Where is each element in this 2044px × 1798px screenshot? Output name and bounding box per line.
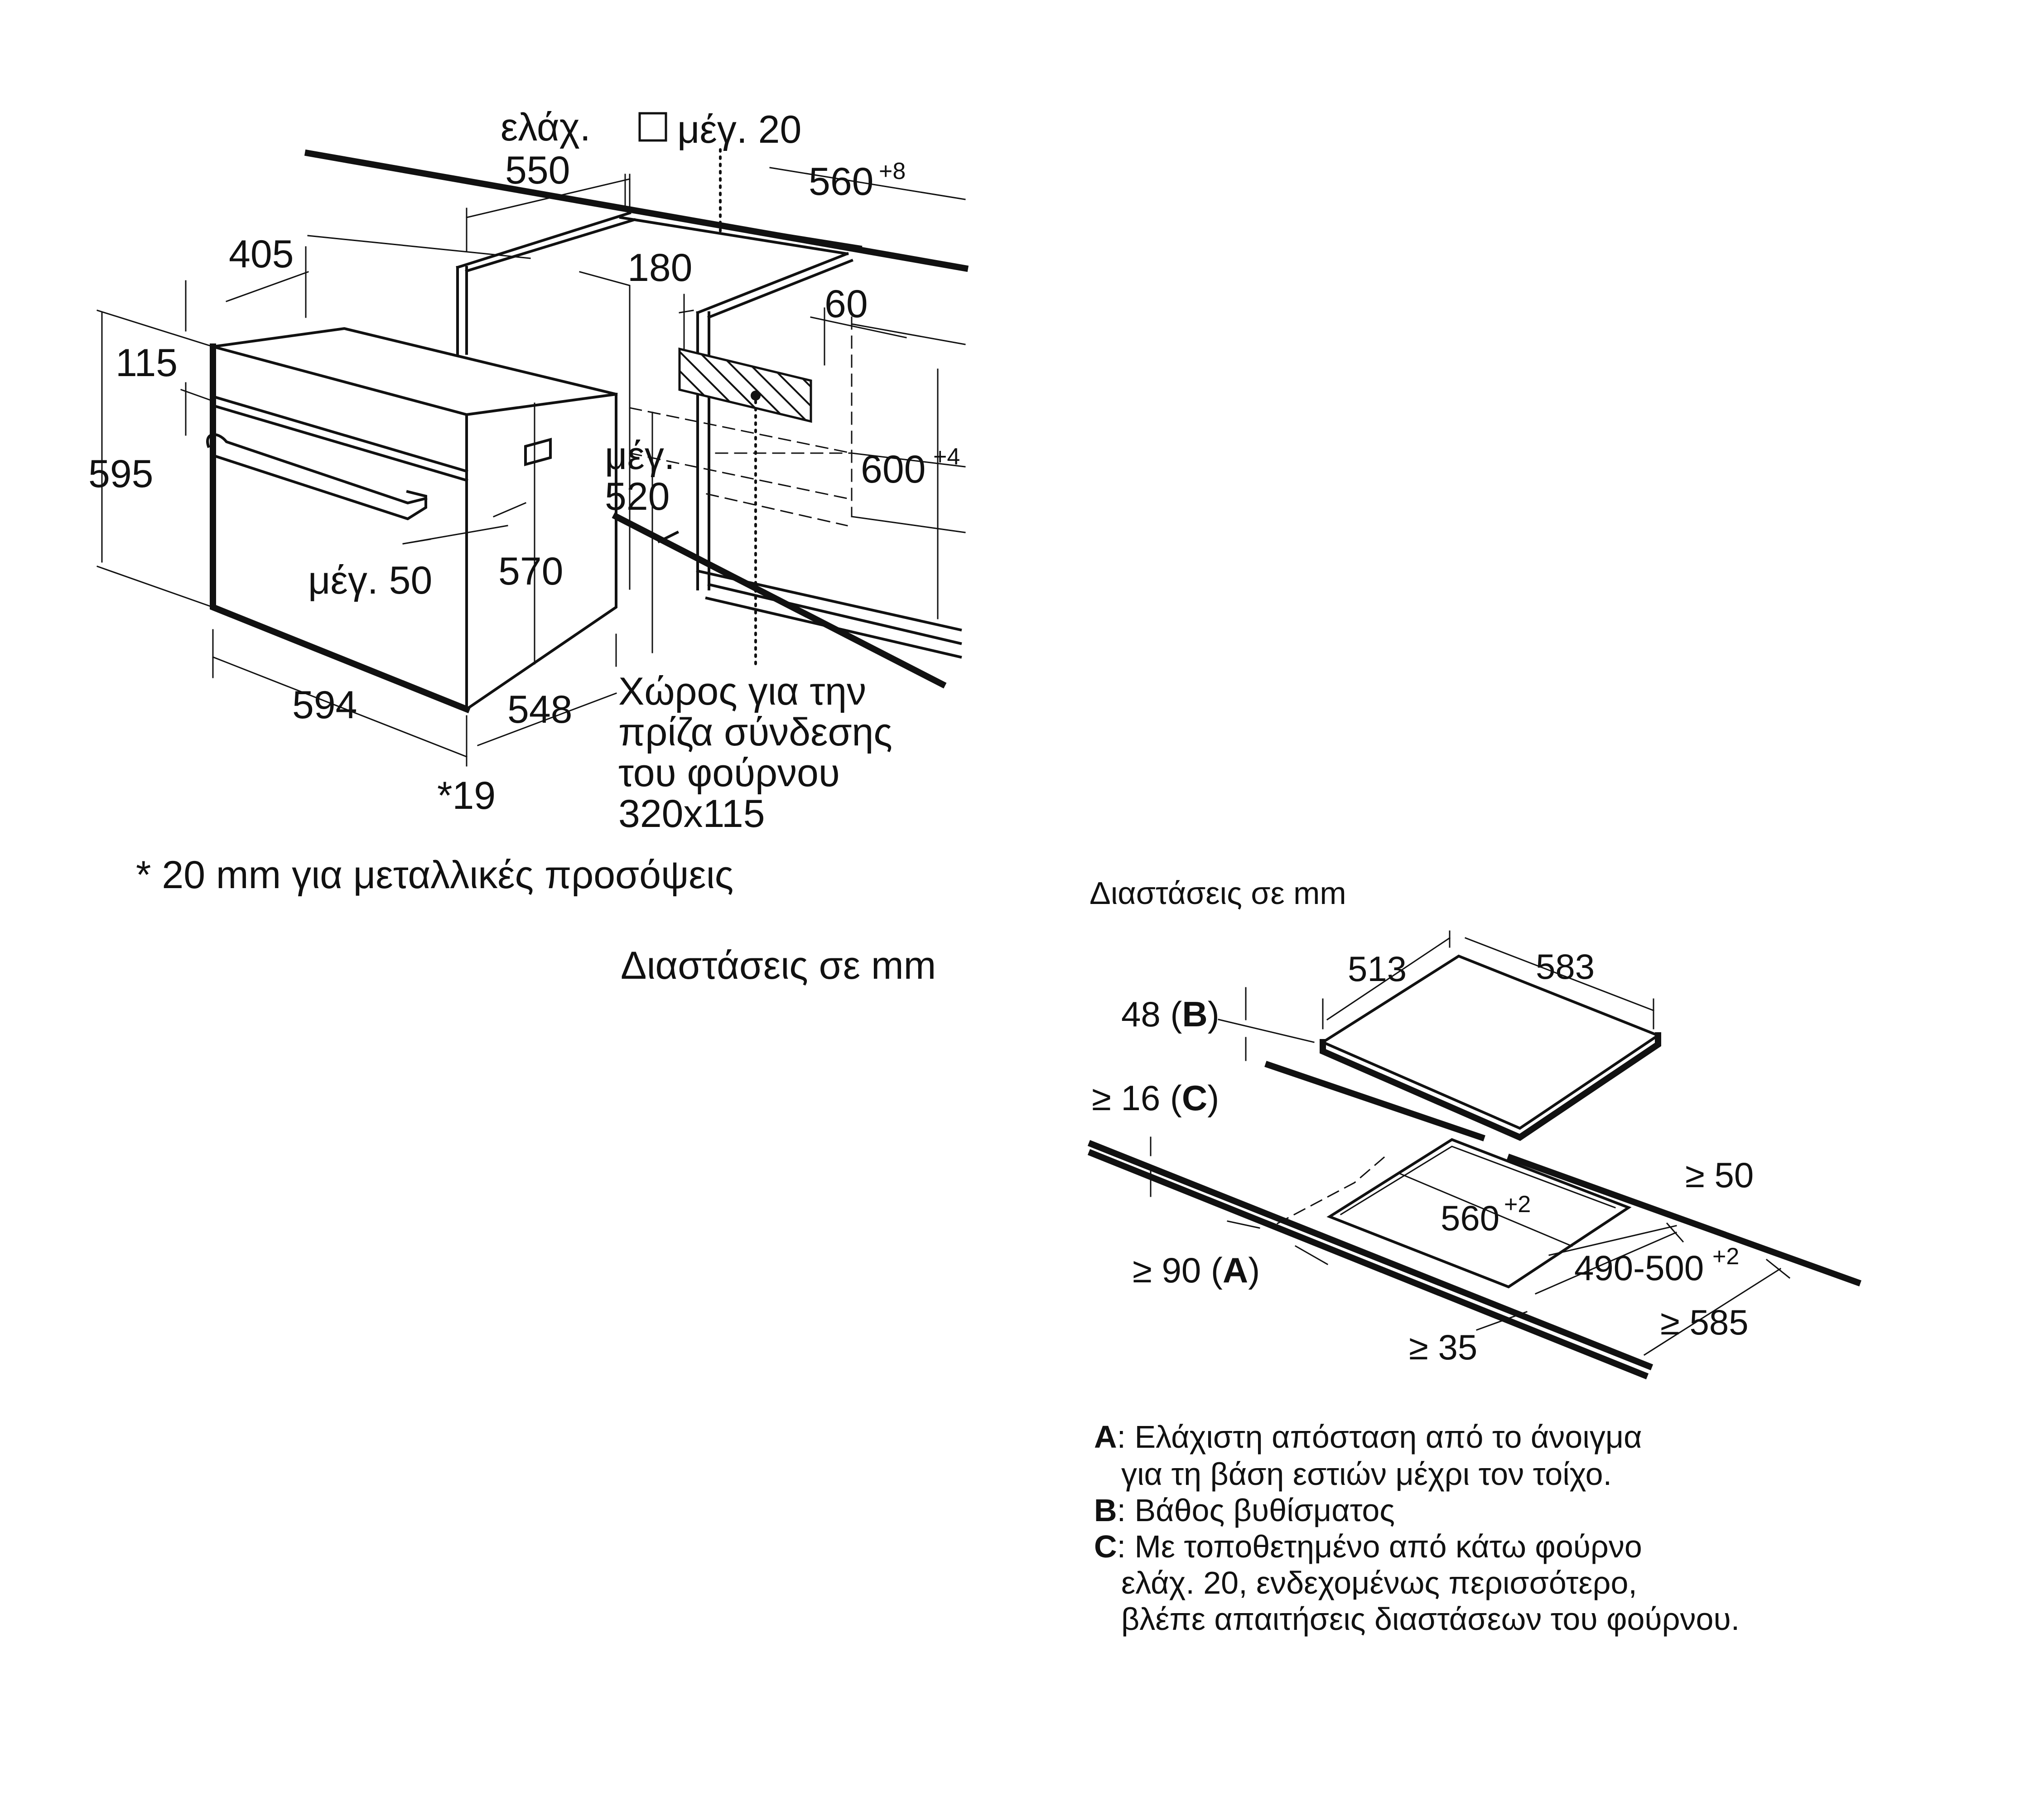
g35-label: ≥ 35 [1409, 1327, 1477, 1367]
w560-tolerance: +8 [879, 158, 906, 184]
c16-label: ≥ 16 (C) [1092, 1078, 1219, 1118]
v520-label: 520 [605, 475, 670, 518]
w583-label: 583 [1536, 947, 1595, 986]
w560-hob-tolerance: +2 [1504, 1191, 1531, 1218]
legend-c-line2: ελάχ. 20, ενδεχομένως περισσότερο, [1121, 1565, 1637, 1600]
legend-c: C: Με τοποθετημένο από κάτω φούρνο [1094, 1529, 1642, 1564]
a90-label: ≥ 90 (A) [1133, 1250, 1260, 1290]
legend-c-line3: βλέπε απαιτήσεις διαστάσεων του φούρνου. [1121, 1601, 1740, 1637]
square-icon [638, 112, 667, 142]
hob-legend: A: Ελάχιστη απόσταση από το άνοιγμα για … [1094, 1419, 1740, 1637]
oven-handle [206, 433, 428, 505]
d513-label: 513 [1348, 949, 1407, 989]
max-word: μέγ. [605, 434, 675, 478]
d490-label: 490-500 [1574, 1248, 1704, 1288]
socket-text-line: 320x115 [618, 792, 765, 836]
oven-front [210, 343, 471, 714]
g585-label: ≥ 585 [1660, 1302, 1749, 1342]
g50-label: ≥ 50 [1685, 1155, 1754, 1195]
d180-label: 180 [627, 246, 693, 290]
hob-cutout [1326, 1138, 1632, 1289]
w560-hob-label: 560 [1441, 1198, 1499, 1238]
oven-units-note: Διαστάσεις σε mm [621, 944, 936, 987]
d490-tolerance: +2 [1712, 1243, 1739, 1270]
h600-label: 600 [861, 448, 926, 491]
socket-text-line: του φούρνου [618, 751, 840, 795]
legend-a: A: Ελάχιστη απόσταση από το άνοιγμα [1094, 1419, 1642, 1455]
b48-label: 48 (B) [1121, 994, 1220, 1034]
h600-tolerance: +4 [933, 444, 960, 470]
w594-label: 594 [292, 683, 357, 727]
d60-label: 60 [824, 282, 868, 326]
socket-area [678, 347, 812, 423]
oven-diagram [96, 148, 969, 767]
min550-label: 550 [505, 149, 570, 192]
hob-diagram [1087, 930, 1861, 1380]
legend-a-line2: για τη βάση εστιών μέχρι τον τοίχο. [1121, 1456, 1612, 1492]
hob-labels: Διαστάσεις σε mm 513 583 48 (B) ≥ 16 (C)… [1089, 875, 1754, 1367]
d115-label: 115 [116, 341, 178, 385]
max50-label: μέγ. 50 [308, 559, 432, 602]
legend-b: B: Βάθος βυθίσματος [1094, 1493, 1395, 1528]
w560-label: 560 [809, 160, 874, 203]
d405-label: 405 [229, 232, 294, 276]
oven-labels: ελάχ. μέγ. 20 550 560 +8 405 180 60 115 … [88, 106, 960, 987]
h595-label: 595 [88, 452, 154, 496]
hob-units-note: Διαστάσεις σε mm [1089, 875, 1346, 911]
d19-label: *19 [437, 774, 496, 817]
oven-footnote: * 20 mm για μεταλλικές προσόψεις [136, 853, 733, 897]
h570-label: 570 [498, 550, 564, 593]
max20-label: μέγ. 20 [677, 108, 801, 151]
socket-text-line: πρίζα σύνδεσης [618, 710, 892, 754]
d548-label: 548 [507, 688, 573, 731]
min-label: ελάχ. [501, 106, 591, 149]
socket-text-line: Χώρος για την [618, 670, 866, 713]
